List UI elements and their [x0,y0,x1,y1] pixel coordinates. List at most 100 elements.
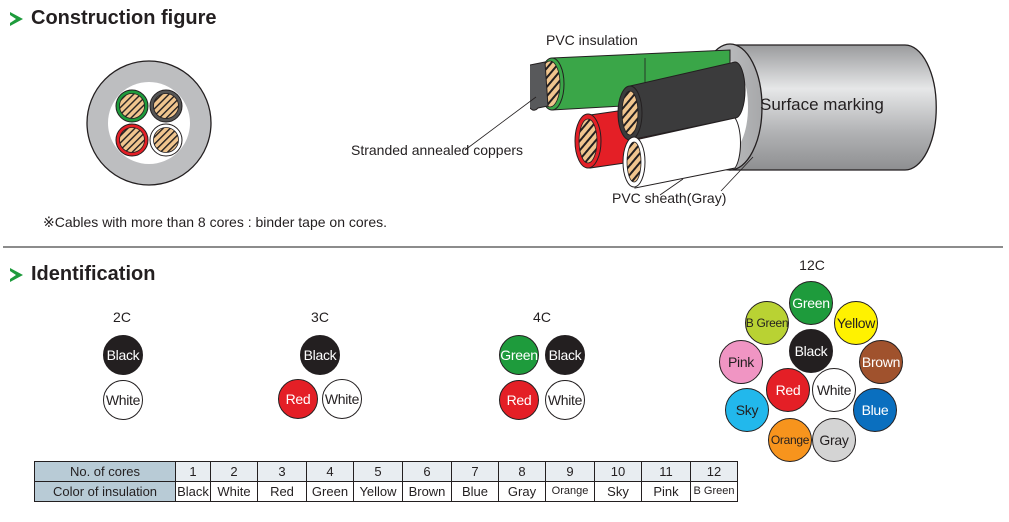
core-label: Green [500,347,538,363]
core-12c-b-green: B Green [745,301,789,345]
core-12c-white: White [812,368,856,412]
core-label: Brown [861,354,901,370]
cell-insulation-color: Black [175,481,211,502]
cell-insulation-color: Yellow [353,481,403,502]
cell-core-number: 3 [257,461,307,482]
pvc-insulation-label: PVC insulation [546,32,638,48]
core-label: White [324,391,360,407]
core-label: White [816,382,852,398]
white-core [634,117,741,189]
core-label: Green [792,295,830,311]
core-label: Yellow [836,315,876,331]
sheath-inner [108,82,190,164]
cell-insulation-color: Sky [594,481,642,502]
core-12c-green: Green [789,281,833,325]
core-3c-black: Black [300,335,340,375]
cell-insulation-color: Pink [641,481,691,502]
core-3c-white: White [322,379,362,419]
cell-insulation-color: Blue [451,481,499,502]
cell-core-number: 11 [641,461,691,482]
core-4c-white: White [545,380,585,420]
construction-figure-heading: Construction figure [10,7,217,30]
core-label: Orange [770,433,810,447]
copper-strands [119,127,145,153]
core-group-title-3c: 3C [311,309,329,325]
row-header-colors: Color of insulation [34,481,176,502]
leader-stranded-line [464,96,537,151]
core-2c-black: Black [103,335,143,375]
core-label: Gray [819,432,849,448]
cable-cross-section [86,60,212,186]
cable-3d-illustration [530,43,937,196]
cell-insulation-color: Red [257,481,307,502]
core-label: Red [285,391,311,407]
surface-marking-label: Surface marking [760,95,884,114]
binder-tape-note: ※Cables with more than 8 cores : binder … [43,214,388,230]
core-label: Black [303,347,337,363]
core-4c-red: Red [499,380,539,420]
core-label: White [547,392,583,408]
core-12c-sky: Sky [725,388,769,432]
core-3c-red: Red [278,379,318,419]
row-header-cores: No. of cores [34,461,176,482]
cell-core-number: 10 [594,461,642,482]
core-label: B Green [745,316,789,330]
cell-insulation-color: White [210,481,258,502]
green-arrow-icon [10,267,23,282]
copper-strands [119,93,145,119]
cell-core-number: 12 [690,461,738,482]
cell-insulation-color: B Green [690,481,738,502]
core-12c-red: Red [766,368,810,412]
core-label: Black [548,347,582,363]
core-label: Red [506,392,532,408]
cell-core-number: 1 [175,461,211,482]
core-4c-green: Green [499,335,539,375]
core-12c-orange: Orange [768,418,812,462]
cell-core-number: 6 [402,461,452,482]
section-divider [3,246,1003,248]
core-12c-pink: Pink [719,340,763,384]
core-12c-brown: Brown [859,340,903,384]
core-2c-white: White [103,380,143,420]
identification-title: Identification [31,263,156,285]
copper-strands [153,93,179,119]
core-12c-blue: Blue [853,388,897,432]
cell-core-number: 4 [306,461,354,482]
core-12c-black: Black [789,329,833,373]
core-label: Sky [735,402,759,418]
cell-core-number: 8 [498,461,546,482]
construction-figure-title: Construction figure [31,7,217,29]
copper-strands [153,127,179,153]
core-label: Black [794,343,828,359]
core-label: White [105,392,141,408]
core-4c-black: Black [545,335,585,375]
cell-core-number: 5 [353,461,403,482]
core-label: Pink [727,354,755,370]
pvc-sheath-label: PVC sheath(Gray) [612,190,727,206]
cell-insulation-color: Green [306,481,354,502]
cell-insulation-color: Gray [498,481,546,502]
leader-sheath [659,178,684,196]
cell-core-number: 7 [451,461,499,482]
leader-sheath-line [720,156,754,192]
stranded-coppers-label: Stranded annealed coppers [351,142,524,158]
black-core [629,61,746,141]
cell-insulation-color: Brown [402,481,452,502]
core-group-title-12c: 12C [799,257,825,273]
core-label: Black [106,347,140,363]
core-12c-gray: Gray [812,418,856,462]
core-label: Blue [861,402,889,418]
core-label: Red [775,382,801,398]
cell-core-number: 2 [210,461,258,482]
identification-heading: Identification [10,263,155,286]
sheath-body [729,44,937,171]
cell-insulation-color: Orange [545,481,595,502]
core-12c-yellow: Yellow [834,301,878,345]
green-arrow-icon [10,11,23,26]
core-group-title-2c: 2C [113,309,131,325]
core-group-title-4c: 4C [533,309,551,325]
cell-core-number: 9 [545,461,595,482]
